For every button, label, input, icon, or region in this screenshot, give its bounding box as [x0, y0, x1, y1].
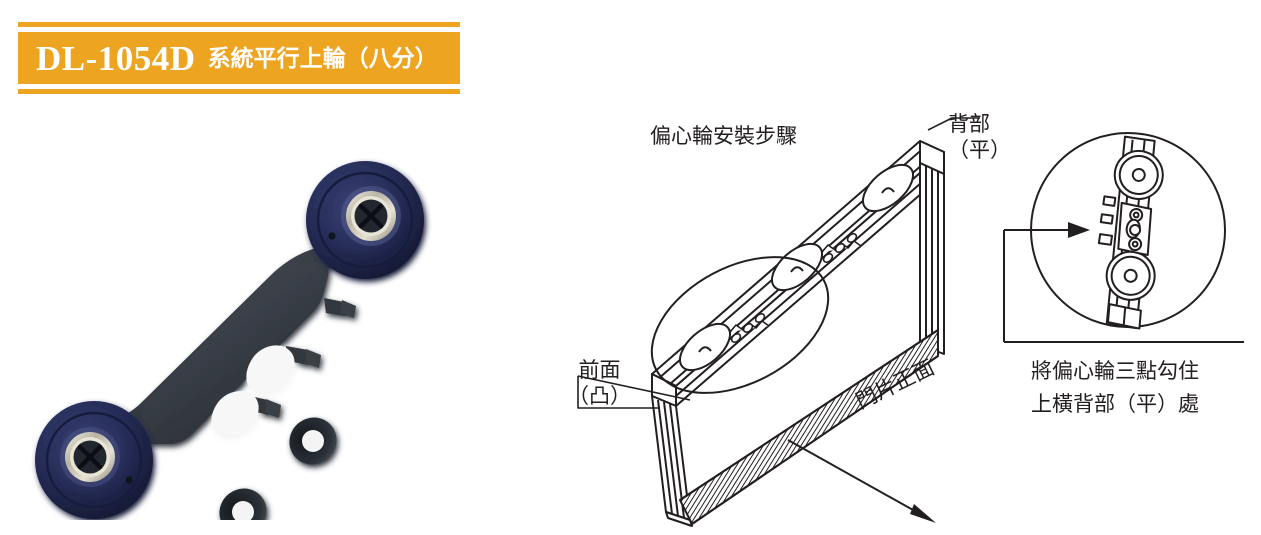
- hook-tab-cluster: [821, 233, 862, 263]
- product-code: DL-1054D: [36, 38, 196, 78]
- label-front-line1: 前面: [578, 358, 621, 382]
- detail-caption-line1: 將偏心輪三點勾住: [1031, 359, 1199, 383]
- frame-line-drawing: [577, 117, 980, 527]
- leader-front: [577, 375, 691, 409]
- detail-caption: 將偏心輪三點勾住 上橫背部（平）處: [980, 355, 1250, 420]
- hook-tab-cluster: [729, 313, 770, 343]
- label-installation-steps: 偏心輪安裝步驟: [650, 124, 797, 148]
- eccentric-wheel: [679, 322, 731, 372]
- roller-bracket-body: [89, 241, 356, 520]
- bottom-rail-panel: [679, 329, 939, 525]
- roller-wheel-lower: [35, 401, 153, 519]
- wheel-hub-cross: [77, 444, 103, 470]
- product-photo: [35, 161, 424, 520]
- detail-caption-line2: 上橫背部（平）處: [1031, 391, 1199, 416]
- right-stile: [919, 140, 945, 355]
- title-block: DL-1054D 系統平行上輪（八分）: [18, 32, 460, 84]
- detail-circle-drawing: [1003, 132, 1244, 343]
- title-rule-top: [18, 22, 460, 27]
- callout-ellipse: [650, 256, 830, 394]
- wheel-hub-cross: [358, 203, 384, 229]
- mount-hole: [219, 488, 267, 520]
- detail-pointer-arrow: [1003, 222, 1244, 343]
- label-back-line2: （平）: [948, 137, 1011, 162]
- bracket-in-detail: [1097, 135, 1164, 330]
- label-front-convex: 前面 （凸）: [568, 358, 631, 409]
- mount-hole: [289, 417, 337, 465]
- leader-back: [927, 117, 980, 131]
- label-front-line2: （凸）: [568, 383, 631, 408]
- title-rule-bottom: [18, 89, 460, 94]
- door-face-arrow: [787, 439, 936, 523]
- label-back-flat: 背部 （平）: [948, 112, 1011, 163]
- label-back-line1: 背部: [948, 112, 990, 136]
- product-name: 系統平行上輪（八分）: [207, 45, 438, 71]
- eccentric-wheel: [771, 242, 823, 292]
- title-banner: DL-1054D 系統平行上輪（八分）: [18, 22, 460, 94]
- roller-wheel-upper: [306, 161, 424, 279]
- eccentric-wheel: [862, 163, 914, 213]
